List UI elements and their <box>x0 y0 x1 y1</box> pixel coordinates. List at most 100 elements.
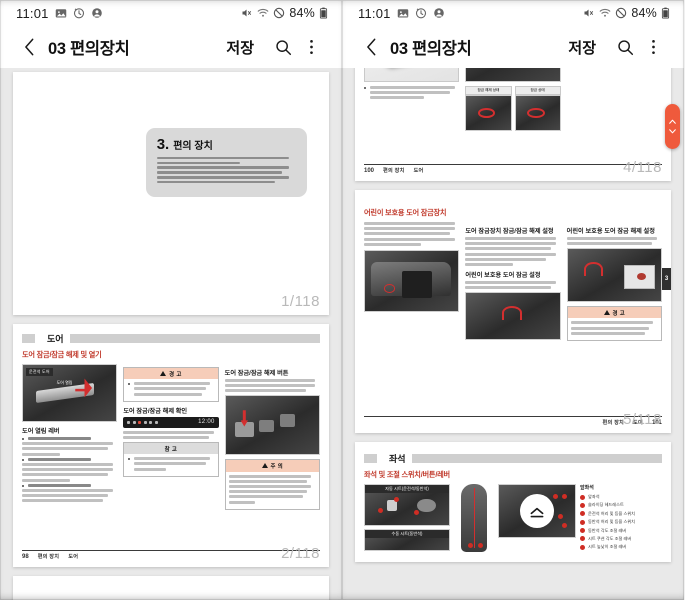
callout-dot <box>580 494 585 500</box>
document-page-1[interactable]: 3. 편의 장치 1/118 <box>13 72 329 315</box>
page-indicator-1: 1/118 <box>281 293 320 310</box>
legend-label: 시트 쿠션 각도 조절 레버 <box>588 535 632 541</box>
status-time: 11:01 <box>16 5 49 21</box>
callout-dot <box>477 542 483 548</box>
account-icon <box>91 7 103 19</box>
photo-inner-label: 도어 열림 <box>56 379 73 385</box>
chapter-index-tab: 3 <box>662 268 671 290</box>
lcd-clock: 12:00 <box>198 419 215 426</box>
mute-icon <box>583 7 595 19</box>
power-seat-switch-photo: 자동 시트(운전석/동반석) <box>364 484 450 526</box>
column3-subhead: 도어 잠금/잠금 해제 버튼 <box>224 370 289 377</box>
section-band-door: 도어 <box>22 332 320 345</box>
smart-key-photo <box>364 68 460 82</box>
battery-icon <box>319 7 328 19</box>
image-icon <box>55 7 67 19</box>
legend-label: 운전석 허리 및 등을 스위치 <box>588 510 636 516</box>
document-page-6[interactable]: 좌석 좌석 및 조절 스위치/버튼/레버 자동 시트(운전석/동반석) <box>355 442 671 562</box>
page5-col2-subhead: 도어 잠금장치 잠금/잠금 해제 설정 <box>465 228 554 235</box>
warning-notice: 경 고 <box>123 367 219 402</box>
legend-item: 동반석 각도 조절 레버 <box>580 528 662 534</box>
warning-notice-header: 경 고 <box>124 368 218 380</box>
zoom-callout-badge <box>520 494 554 528</box>
callout-dot <box>553 494 559 500</box>
page5-col3-subhead: 어린이 보호용 도어 잠금 해제 설정 <box>566 228 655 235</box>
footer-page-number: 100 <box>364 167 375 174</box>
seat-side-photo <box>498 484 576 538</box>
footer-topic: 도어 <box>68 554 79 560</box>
locked-state-photo <box>514 95 561 131</box>
scroll-handle[interactable] <box>665 104 680 149</box>
document-viewer-right[interactable]: 잠금 해제 상태 잠금 상태 <box>342 68 684 600</box>
seat-legend: 앞좌석 앞좌석 슬라이딩 헤드레스트 운전석 허리 및 등을 스위치 동반석 허… <box>580 484 662 553</box>
callout-dot <box>413 509 419 515</box>
callout-dot <box>580 544 585 550</box>
photo-tag: 자동 시트(운전석/동반석) <box>365 485 449 493</box>
photo-label: 잠금 해제 상태 <box>465 86 512 95</box>
document-page-2[interactable]: 도어 도어 잠금/잠금 해제 및 열기 운전석 도어 <box>13 324 329 567</box>
document-page-3-peek[interactable] <box>13 576 329 600</box>
child-lock-lever-photo-2 <box>566 248 662 303</box>
save-button[interactable]: 저장 <box>226 39 254 57</box>
page5-heading: 어린이 보호용 도어 잠금장치 <box>364 208 447 217</box>
warning-triangle-icon <box>160 371 167 377</box>
photo-tag: 운전석 도어 <box>26 368 53 376</box>
search-icon[interactable] <box>270 34 296 60</box>
more-vertical-icon[interactable] <box>298 34 324 60</box>
note-title: 참 고 <box>164 446 178 453</box>
app-bar-right: 03 편의장치 저장 <box>348 26 678 68</box>
warning-title: 경 고 <box>169 371 182 378</box>
legend-label: 동반석 허리 및 등을 스위치 <box>588 519 636 525</box>
battery-percent: 84% <box>631 6 657 20</box>
legend-item: 동반석 허리 및 등을 스위치 <box>580 519 662 525</box>
page5-column-3: 어린이 보호용 도어 잠금 해제 설정 <box>566 222 662 345</box>
wifi-icon <box>599 7 611 19</box>
legend-item: 앞좌석 <box>580 494 662 500</box>
document-page-4[interactable]: 잠금 해제 상태 잠금 상태 <box>355 68 671 181</box>
photo-tag: 수동 시트(동반석) <box>365 530 449 538</box>
back-button[interactable] <box>356 32 386 62</box>
footer-chapter: 편의 장치 <box>37 554 60 560</box>
document-viewer-left[interactable]: 3. 편의 장치 1/118 도어 <box>0 68 342 600</box>
callout-dot <box>378 508 384 514</box>
status-bar-left: 11:01 <box>6 0 336 26</box>
left-phone-screenshot: 11:01 <box>0 0 342 600</box>
search-icon[interactable] <box>612 34 638 60</box>
section-label: 도어 <box>47 334 64 344</box>
seat-heading: 좌석 및 조절 스위치/버튼/레버 <box>364 470 450 479</box>
caution-header: 주 의 <box>225 460 319 472</box>
door-lock-button-photo <box>224 395 320 456</box>
page4-column-1 <box>364 68 460 131</box>
legend-item: 시트 높낮이 조절 레버 <box>580 544 662 550</box>
section-label: 좌석 <box>389 454 406 464</box>
page-title: 03 편의장치 <box>390 40 472 58</box>
callout-dot <box>580 502 585 508</box>
do-not-disturb-icon <box>615 7 627 19</box>
do-not-disturb-icon <box>273 7 285 19</box>
battery-icon <box>661 7 670 19</box>
page2-footer: 98 편의 장치 도어 <box>22 550 320 560</box>
page5-column-1 <box>364 222 460 345</box>
more-vertical-icon[interactable] <box>640 34 666 60</box>
chapter-title-card: 3. 편의 장치 <box>145 127 307 197</box>
wifi-icon <box>257 7 269 19</box>
section-heading: 도어 잠금/잠금 해제 및 열기 <box>22 350 102 359</box>
child-lock-lever-photo-1 <box>465 292 561 341</box>
image-icon <box>397 7 409 19</box>
alarm-icon <box>415 7 427 19</box>
chevron-up-icon <box>669 119 676 124</box>
legend-item: 시트 쿠션 각도 조절 레버 <box>580 536 662 542</box>
page5-warning-header: 경 고 <box>567 307 661 319</box>
page4-column-3 <box>567 68 662 131</box>
photo-label: 잠금 상태 <box>514 86 561 95</box>
document-page-5[interactable]: 3 어린이 보호용 도어 잠금장치 <box>355 190 671 433</box>
warning-triangle-icon <box>603 310 610 316</box>
warning-triangle-icon <box>261 463 268 469</box>
bullet-item <box>22 457 117 461</box>
save-button[interactable]: 저장 <box>568 39 596 57</box>
unlocked-state-photo <box>465 95 512 131</box>
callout-dot <box>562 494 568 500</box>
door-handle-photo: 운전석 도어 도어 열림 <box>22 364 118 422</box>
back-button[interactable] <box>14 32 44 62</box>
manual-seat-photo: 수동 시트(동반석) <box>364 529 450 551</box>
